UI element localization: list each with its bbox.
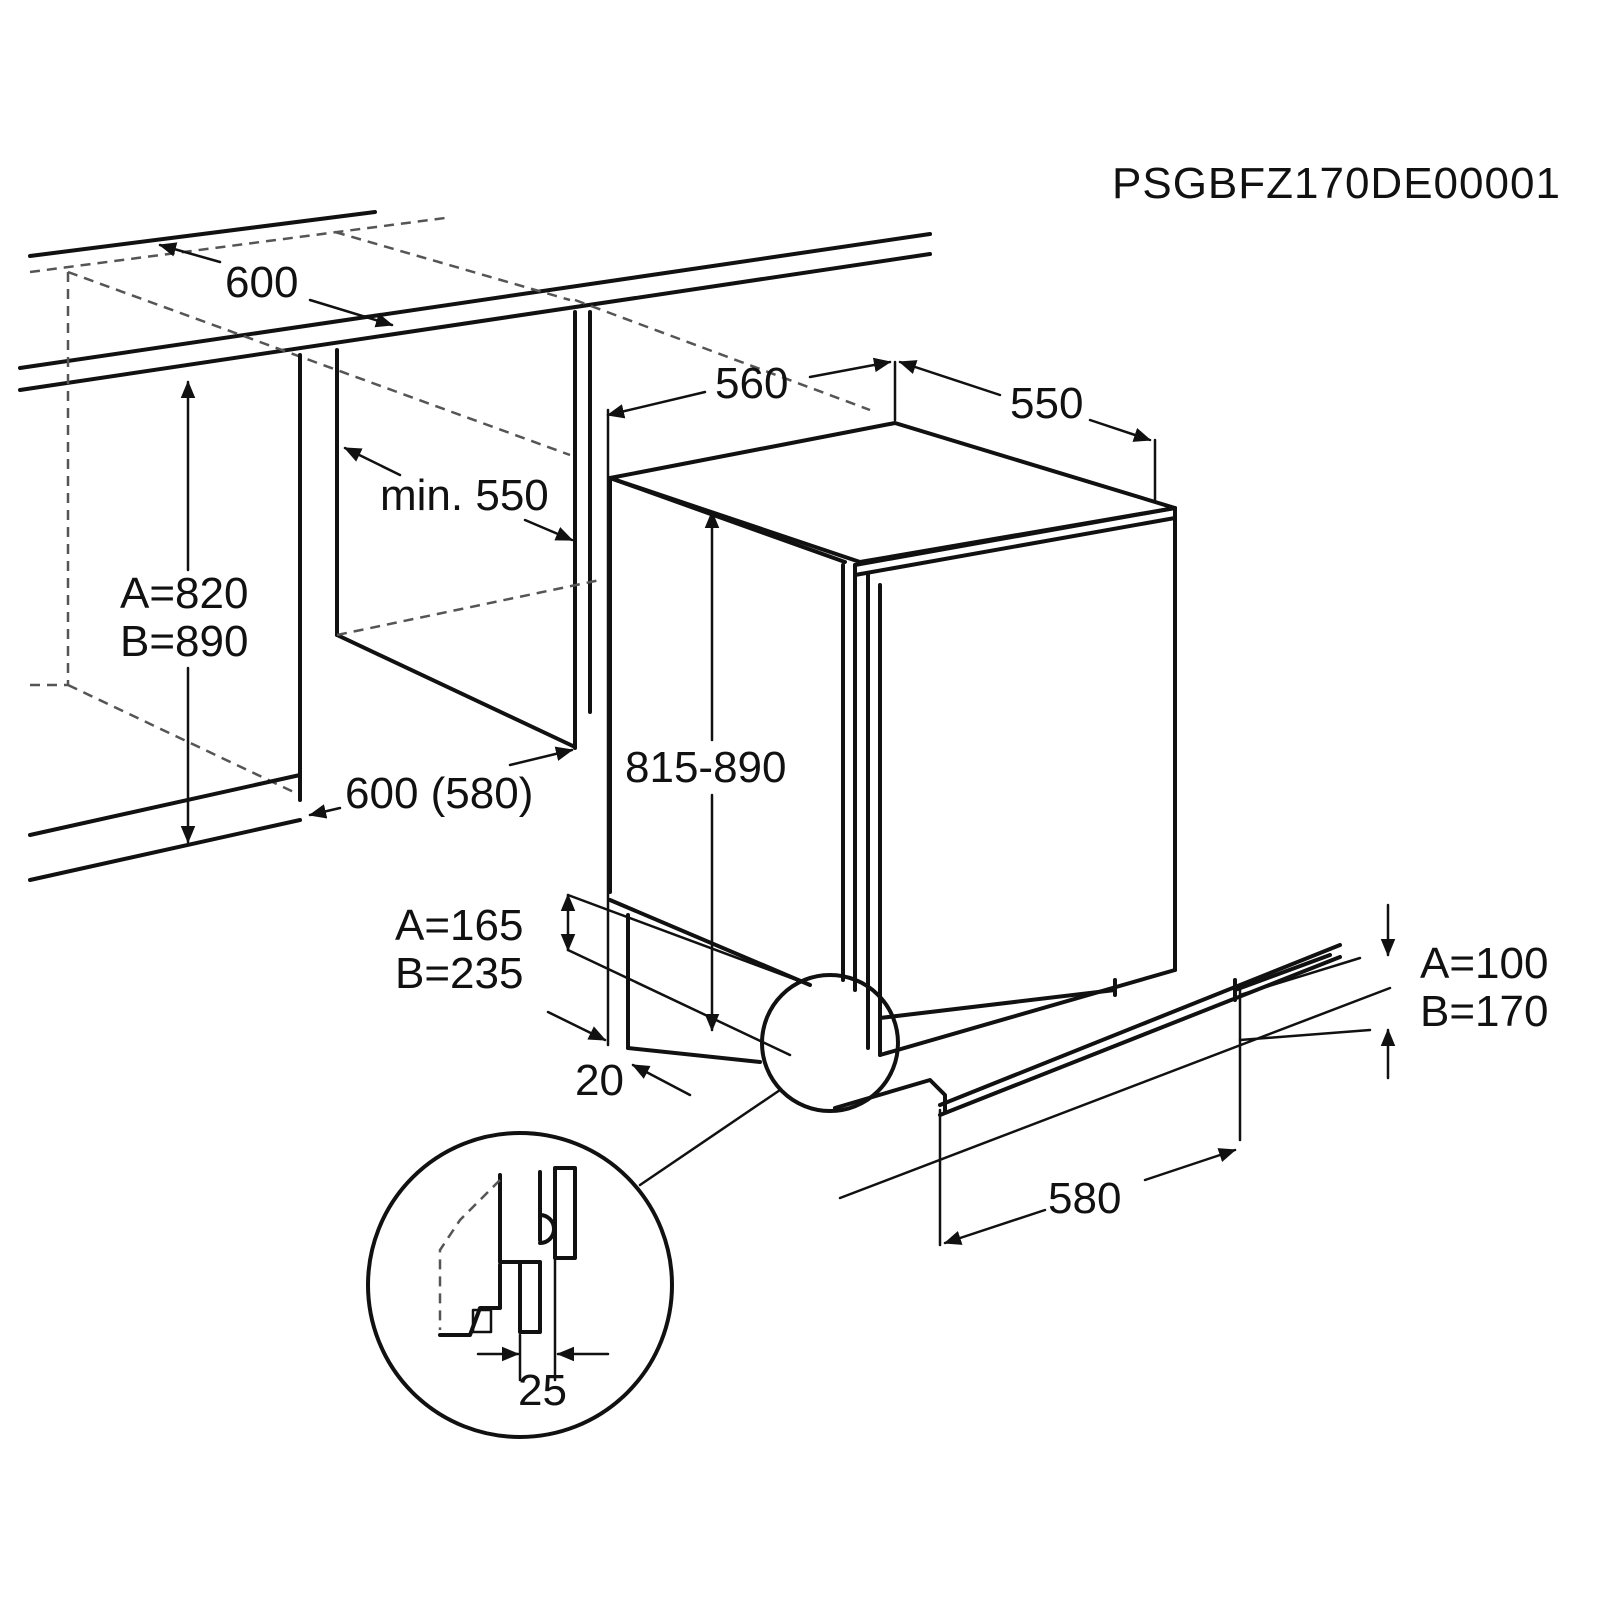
niche-min-depth-label: min. 550 [380, 471, 549, 520]
detail-gap-label: 25 [518, 1366, 567, 1415]
plinth-width-label: 580 [1048, 1174, 1121, 1223]
plinth-height-b-label: B=170 [1420, 987, 1548, 1036]
niche-depth-label: 600 [225, 258, 298, 307]
hinge-detail [366, 973, 900, 1439]
drawing-code: PSGBFZ170DE00001 [1112, 159, 1561, 208]
plinth-depth-a-label: A=165 [395, 901, 523, 950]
appliance-height-label: 815-890 [625, 743, 786, 792]
niche-height-a-label: A=820 [120, 569, 248, 618]
plinth-board [833, 943, 1392, 1247]
niche-height-b-label: B=890 [120, 617, 248, 666]
plinth-height-a-label: A=100 [1420, 939, 1548, 988]
dimension-lines [158, 242, 1396, 1362]
kitchen-niche [18, 210, 932, 882]
plinth-depth-b-label: B=235 [395, 949, 523, 998]
appliance-depth-label: 550 [1010, 379, 1083, 428]
appliance-body [608, 421, 1177, 1064]
front-offset-label: 20 [575, 1056, 624, 1105]
niche-width-label: 600 (580) [345, 769, 533, 818]
appliance-width-label: 560 [715, 359, 788, 408]
